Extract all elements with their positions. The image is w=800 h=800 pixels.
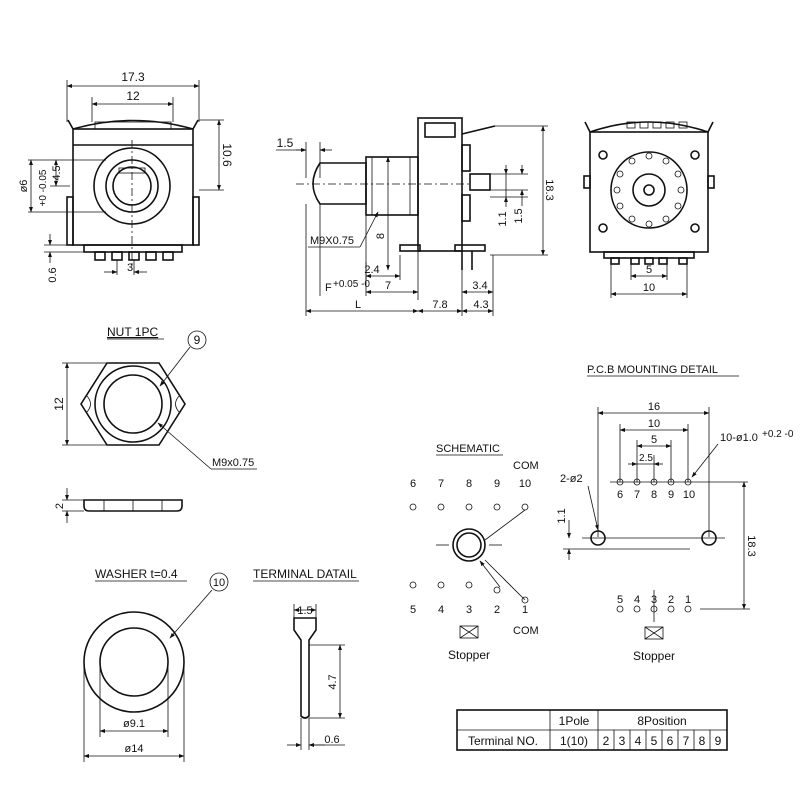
front-inner-width-label: 12 [126,89,140,103]
schematic-com-bottom: COM [513,625,539,637]
nut-callout-number: 9 [194,333,201,347]
side-24-label: 2.4 [364,264,379,276]
side-7-label: 7 [385,280,391,292]
terminal-detail: TERMINAL DATAIL 1.5 4.7 0.6 [253,567,359,750]
front-offset-label: 4.5 [51,165,63,180]
nut-title: NUT 1PC [107,325,158,339]
side-15-label: 1.5 [513,208,525,223]
nut-height-label: 12 [52,397,66,411]
washer-outer-dia-label: ø14 [125,743,144,755]
schematic-bottom-label-1: 1 [522,604,528,616]
side-43-label: 4.3 [473,299,488,311]
side-f-tol-label: +0.05 -0 [333,279,370,290]
pcb-title: P.C.B MOUNTING DETAIL [587,364,718,376]
table-header-position: 8Position [637,714,686,728]
pcb-10-label: 10 [648,418,660,430]
terminal-title: TERMINAL DATAIL [253,567,357,581]
pcb-25-label: 2.5 [639,453,653,464]
table-cell-pole: 1(10) [560,734,588,748]
side-L-label: L [355,299,361,311]
front-shaft-dia-label: ø6 [18,180,30,193]
table-row-head: Terminal NO. [468,734,538,748]
back-view: 5 10 [583,121,715,298]
pcb-mounting-detail: P.C.B MOUNTING DETAIL 16 10 5 2.5 6 7 8 … [556,364,794,663]
pcb-top-label-9: 9 [668,489,674,501]
table-cell-position: 4 [635,734,642,748]
pcb-bottom-label-1: 1 [685,594,691,606]
front-gap-label: 0.6 [47,267,59,282]
side-view: 1.5 M9X0.75 8 2.4 F +0.05 -0 7 L 7.8 4.3 [276,117,555,316]
table-cell-position: 7 [683,734,690,748]
pcb-16-label: 16 [648,401,660,413]
schematic-bottom-label-4: 4 [438,604,444,616]
schematic-top-label-7: 7 [438,478,444,490]
front-height-label: 10.6 [220,143,234,167]
schematic-bottom-label-2: 2 [494,604,500,616]
side-8-label: 8 [375,233,387,239]
table-cell-position: 5 [651,734,658,748]
schematic-stopper-label: Stopper [448,648,490,662]
pcb-bottom-label-4: 4 [634,594,640,606]
side-34-label: 3.4 [472,280,487,292]
schematic-title: SCHEMATIC [436,443,500,455]
pcb-top-label-6: 6 [617,489,623,501]
side-flat-label: 1.5 [277,136,294,150]
front-width-label: 17.3 [121,70,145,84]
pcb-183-label: 18.3 [745,535,757,556]
schematic-bottom-label-5: 5 [410,604,416,616]
table-header-pole: 1Pole [559,714,590,728]
pcb-top-label-8: 8 [651,489,657,501]
nut-detail: NUT 1PC 9 M9x0.75 12 2 [52,325,257,523]
table-cell-position: 9 [715,734,722,748]
washer-detail: WASHER t=0.4 10 ø9.1 ø14 [83,567,229,762]
schematic: SCHEMATIC 6 7 8 9 10 COM 5 4 3 2 1 COM S… [409,443,539,662]
pcb-5-label: 5 [651,434,657,446]
schematic-top-label-10: 10 [519,478,531,490]
back-10-label: 10 [643,282,655,294]
side-f-label: F [325,282,332,294]
front-pitch-label: 3 [127,262,133,274]
schematic-com-top: COM [513,460,539,472]
side-78-label: 7.8 [432,299,447,311]
side-183-label: 18.3 [543,179,555,200]
pcb-stopper-label: Stopper [633,649,675,663]
table-cell-position: 2 [603,734,610,748]
front-shaft-tol-label: +0 -0.05 [38,169,49,206]
front-view: 17.3 12 10.6 ø6 +0 -0.05 4.5 0.6 3 [18,70,234,283]
schematic-bottom-label-3: 3 [466,604,472,616]
pcb-top-label-7: 7 [634,489,640,501]
table-cell-position: 6 [667,734,674,748]
pcb-hole-tol-label: +0.2 -0 [762,429,794,440]
schematic-top-label-6: 6 [410,478,416,490]
side-11-label: 1.1 [497,211,509,226]
pcb-bottom-label-5: 5 [617,594,623,606]
pcb-hole-spec-label: 10-ø1.0 [720,432,758,444]
washer-callout-number: 10 [213,577,225,589]
washer-title: WASHER t=0.4 [95,567,178,581]
schematic-top-label-9: 9 [494,478,500,490]
washer-inner-dia-label: ø9.1 [123,718,145,730]
terminal-thickness-label: 0.6 [324,734,339,746]
table-cell-position: 3 [619,734,626,748]
nut-thickness-label: 2 [54,503,66,509]
pcb-bottom-label-2: 2 [668,594,674,606]
pcb-11-label: 1.1 [556,508,568,523]
pcb-top-label-10: 10 [683,489,695,501]
back-5-label: 5 [646,264,652,276]
pcb-mount-spec-label: 2-ø2 [560,473,583,485]
side-thread-label: M9X0.75 [310,235,354,247]
terminal-table: 1Pole 8Position Terminal NO. 1(10) 2 3 4… [456,709,728,751]
terminal-width-label: 1.5 [297,605,312,617]
table-cell-position: 8 [699,734,706,748]
schematic-top-label-8: 8 [466,478,472,490]
nut-thread-label: M9x0.75 [212,457,254,469]
terminal-length-label: 4.7 [327,674,339,689]
